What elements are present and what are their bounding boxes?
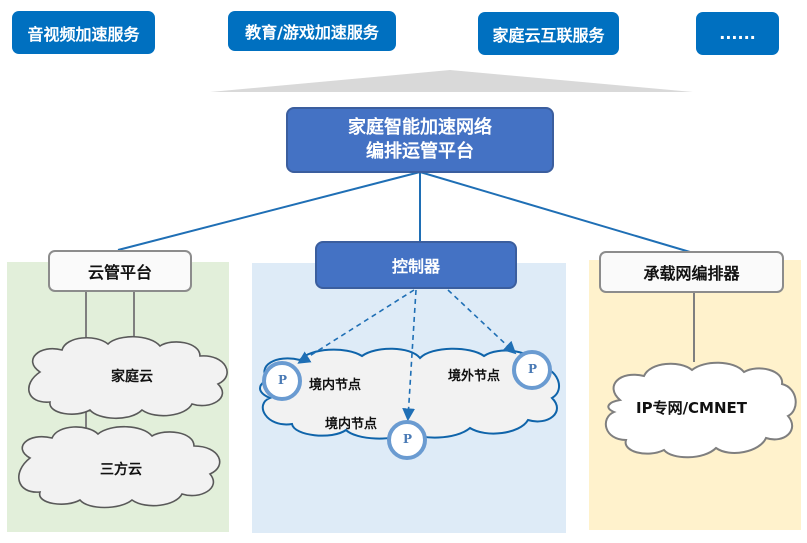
connector-platform-cloudmgmt xyxy=(117,171,421,251)
cloud-label-jiating: 家庭云 xyxy=(111,369,153,385)
cloud-label-sanfang: 三方云 xyxy=(100,462,142,478)
p-node-icon[interactable]: P xyxy=(528,362,538,376)
cloud-shape-ipnet xyxy=(604,361,797,459)
node-circle-1 xyxy=(262,361,302,401)
p-node-icon[interactable]: P xyxy=(403,432,413,446)
service-av-accel[interactable]: 音视频加速服务 xyxy=(12,11,155,54)
platform-title-line1: 家庭智能加速网络 xyxy=(348,117,492,138)
node-label-domestic-2: 境内节点 xyxy=(325,417,378,432)
connector-platform-bearer xyxy=(419,171,691,253)
cloud-label-ipnet: IP专网/CMNET xyxy=(636,399,748,417)
bearer-orchestrator[interactable]: 承载网编排器 xyxy=(599,251,784,293)
roof-shape xyxy=(210,70,693,92)
arrow-controller-node3 xyxy=(447,289,517,355)
p-node-icon[interactable]: P xyxy=(278,373,288,387)
cloud-shape-jiating xyxy=(28,335,228,420)
service-more[interactable]: ...... xyxy=(696,12,779,55)
service-home-cloud[interactable]: 家庭云互联服务 xyxy=(478,12,619,55)
cloud-mgmt-platform[interactable]: 云管平台 xyxy=(48,250,192,292)
arrow-controller-node1 xyxy=(297,289,415,364)
cloud-shape-sanfang xyxy=(18,425,221,509)
controller-title: 控制器 xyxy=(391,257,440,276)
orchestration-platform[interactable]: 家庭智能加速网络 编排运管平台 xyxy=(286,107,554,173)
service-edu-game-accel[interactable]: 教育/游戏加速服务 xyxy=(228,11,396,51)
node-label-domestic-1: 境内节点 xyxy=(309,378,362,393)
platform-title-line2: 编排运管平台 xyxy=(366,141,474,162)
node-circle-3 xyxy=(512,350,552,390)
node-circle-2 xyxy=(387,420,427,460)
node-label-overseas: 境外节点 xyxy=(448,369,501,384)
arrow-controller-node2 xyxy=(402,289,417,422)
controller[interactable]: 控制器 xyxy=(315,241,517,289)
